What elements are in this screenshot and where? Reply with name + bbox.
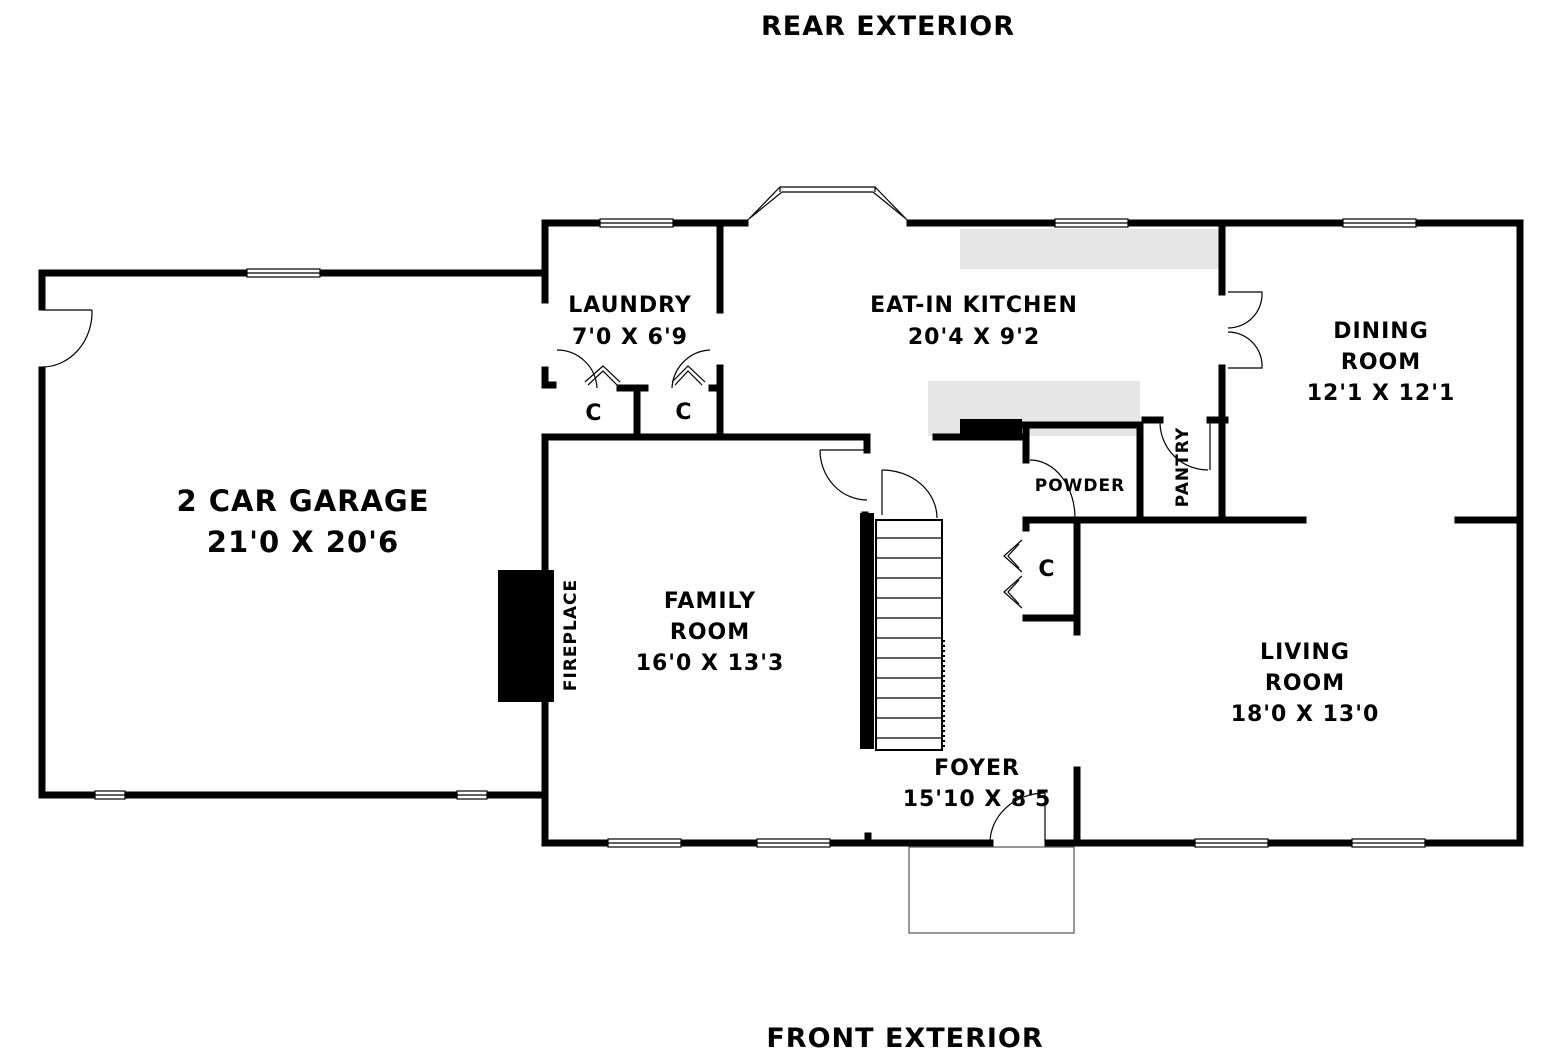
kitchen-cabinet-dark (960, 419, 1022, 439)
dining-dims: 12'1 X 12'1 (1307, 381, 1456, 406)
rear-exterior-label: REAR EXTERIOR (761, 11, 1015, 42)
family-name-1: FAMILY (664, 589, 756, 614)
kitchen-dims: 20'4 X 9'2 (908, 325, 1040, 350)
garage-name: 2 CAR GARAGE (176, 484, 429, 518)
laundry-name: LAUNDRY (568, 293, 692, 318)
family-name-2: ROOM (670, 620, 750, 645)
living-name-2: ROOM (1265, 671, 1345, 696)
foyer-dims: 15'10 X 8'5 (903, 787, 1052, 812)
garage-dims: 21'0 X 20'6 (207, 525, 399, 559)
dining-name-1: DINING (1333, 319, 1429, 344)
exterior-walls (38, 219, 1524, 847)
bay-window (744, 186, 911, 224)
windows (94, 218, 1426, 848)
kitchen-counter-upper (960, 229, 1220, 269)
closet-label: C (585, 401, 602, 426)
closet-label: C (1038, 557, 1055, 582)
dining-name-2: ROOM (1341, 350, 1421, 375)
pantry-label: PANTRY (1173, 427, 1193, 507)
fireplace-block (498, 570, 554, 702)
laundry-dims: 7'0 X 6'9 (572, 325, 688, 350)
doors (41, 291, 1263, 844)
front-porch (908, 846, 1075, 934)
fireplace-label: FIREPLACE (561, 579, 581, 691)
living-dims: 18'0 X 13'0 (1231, 702, 1380, 727)
foyer-name: FOYER (934, 756, 1020, 781)
closet-label: C (675, 400, 692, 425)
front-exterior-label: FRONT EXTERIOR (766, 1023, 1043, 1054)
staircase (860, 513, 945, 751)
living-name-1: LIVING (1260, 640, 1350, 665)
powder-label: POWDER (1035, 476, 1125, 496)
kitchen-name: EAT-IN KITCHEN (870, 293, 1078, 318)
family-dims: 16'0 X 13'3 (636, 651, 785, 676)
